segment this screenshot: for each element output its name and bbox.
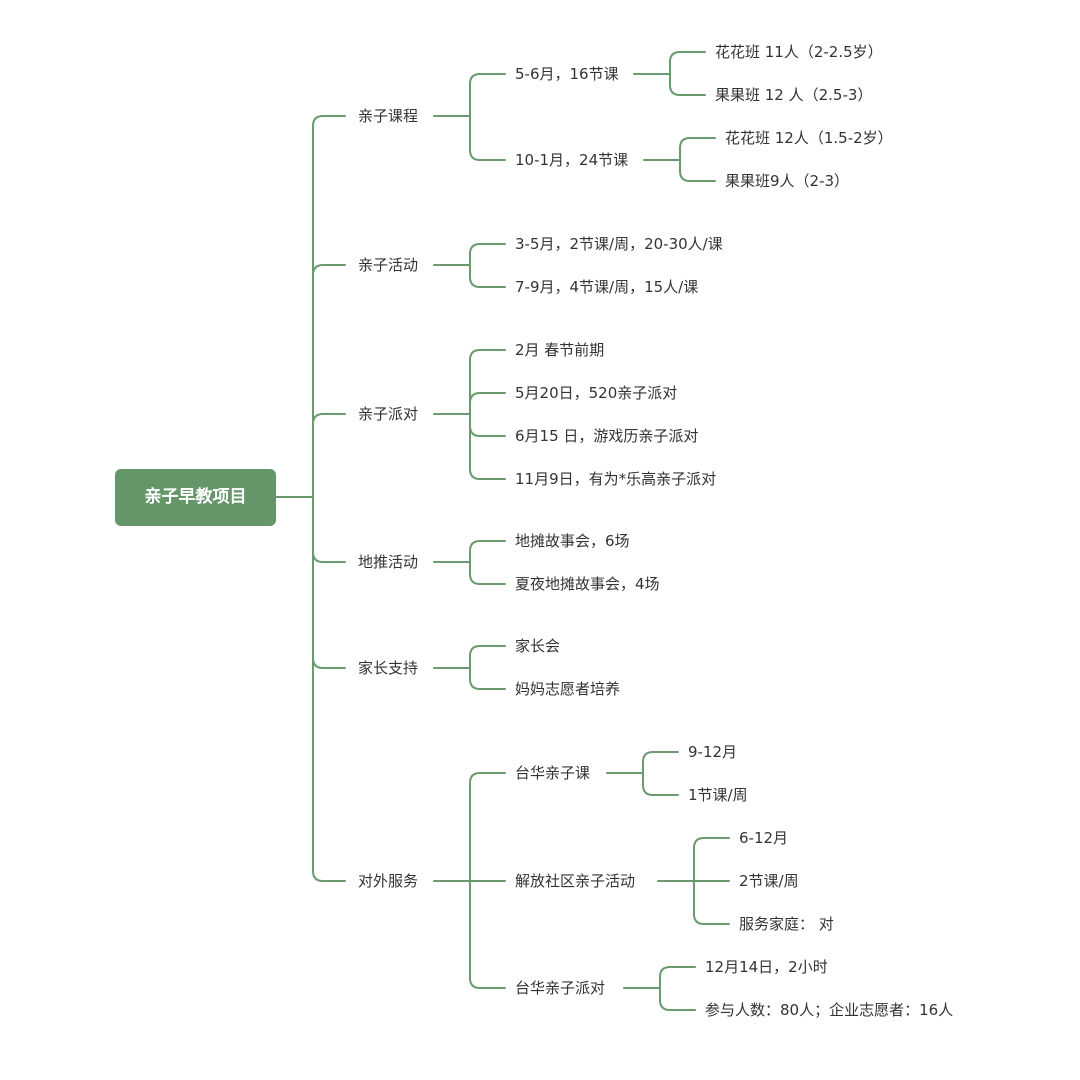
connector-may-jun-path — [633, 51, 706, 96]
node-activity-mar-may[interactable]: 3-5月，2节课/周，20-30人/课 — [515, 235, 723, 253]
connector-course — [433, 73, 506, 161]
node-service-taihua-course[interactable]: 台华亲子课 — [515, 764, 591, 782]
leaf-jiefang-frequency[interactable]: 2节课/周 — [739, 872, 799, 890]
connector-activity — [433, 243, 506, 288]
node-course-may-jun[interactable]: 5-6月，16节课 — [515, 65, 619, 83]
leaf-taihua-party-people[interactable]: 参与人数：80人；企业志愿者：16人 — [705, 1001, 954, 1019]
connector-jiefang-path — [657, 837, 730, 925]
connector-activity-path — [433, 243, 506, 288]
node-party-may20[interactable]: 5月20日，520亲子派对 — [515, 384, 678, 402]
leaf-jiefang-families[interactable]: 服务家庭： 对 — [739, 915, 834, 933]
leaf-flower-class-2[interactable]: 花花班 12人（1.5-2岁） — [725, 129, 893, 147]
leaf-taihua-months[interactable]: 9-12月 — [688, 743, 738, 761]
leaf-fruit-class-2[interactable]: 果果班9人（2-3） — [725, 172, 850, 190]
node-course-oct-jan[interactable]: 10-1月，24节课 — [515, 151, 629, 169]
branch-parent-party[interactable]: 亲子派对 — [358, 405, 419, 423]
connector-course-path — [433, 73, 506, 161]
connector-service-path — [433, 772, 506, 989]
branch-parent-support[interactable]: 家长支持 — [358, 659, 419, 677]
branch-street-promo[interactable]: 地推活动 — [358, 553, 419, 571]
connector-taihua-party — [623, 966, 696, 1011]
leaf-jiefang-months[interactable]: 6-12月 — [739, 829, 789, 847]
connector-jiefang — [657, 837, 730, 925]
connector-taihua-party-path — [623, 966, 696, 1011]
connector-taihua-course-path — [606, 751, 679, 796]
node-street-summer-story[interactable]: 夏夜地摊故事会，4场 — [515, 575, 660, 593]
node-support-meeting[interactable]: 家长会 — [515, 637, 561, 655]
root-node[interactable]: 亲子早教项目 — [115, 469, 276, 526]
branch-parent-course[interactable]: 亲子课程 — [358, 107, 419, 125]
node-service-jiefang[interactable]: 解放社区亲子活动 — [515, 872, 636, 890]
leaf-fruit-class-1[interactable]: 果果班 12 人（2.5-3） — [715, 86, 873, 104]
leaf-flower-class-1[interactable]: 花花班 11人（2-2.5岁） — [715, 43, 883, 61]
node-street-story[interactable]: 地摊故事会，6场 — [515, 532, 630, 550]
connector-oct-jan — [643, 137, 716, 182]
branch-external-service[interactable]: 对外服务 — [358, 872, 419, 890]
connector-street-path — [433, 540, 506, 585]
node-service-taihua-party[interactable]: 台华亲子派对 — [515, 979, 606, 997]
connector-support — [433, 645, 506, 690]
node-party-feb[interactable]: 2月 春节前期 — [515, 341, 605, 359]
connector-service — [433, 772, 506, 989]
connector-root — [275, 115, 346, 882]
node-party-nov9[interactable]: 11月9日，有为*乐高亲子派对 — [515, 470, 717, 488]
connector-support-path — [433, 645, 506, 690]
branch-parent-activity[interactable]: 亲子活动 — [358, 256, 419, 274]
connector-street — [433, 540, 506, 585]
node-support-volunteer[interactable]: 妈妈志愿者培养 — [515, 680, 621, 698]
connector-taihua-course — [606, 751, 679, 796]
node-activity-jul-sep[interactable]: 7-9月，4节课/周，15人/课 — [515, 278, 699, 296]
leaf-taihua-frequency[interactable]: 1节课/周 — [688, 786, 748, 804]
connector-root-path — [275, 115, 346, 882]
leaf-taihua-party-time[interactable]: 12月14日，2小时 — [705, 958, 828, 976]
node-party-jun15[interactable]: 6月15 日，游戏历亲子派对 — [515, 427, 699, 445]
connector-party-path — [433, 349, 506, 480]
connector-oct-jan-path — [643, 137, 716, 182]
connector-party — [433, 349, 506, 480]
connector-may-jun — [633, 51, 706, 96]
